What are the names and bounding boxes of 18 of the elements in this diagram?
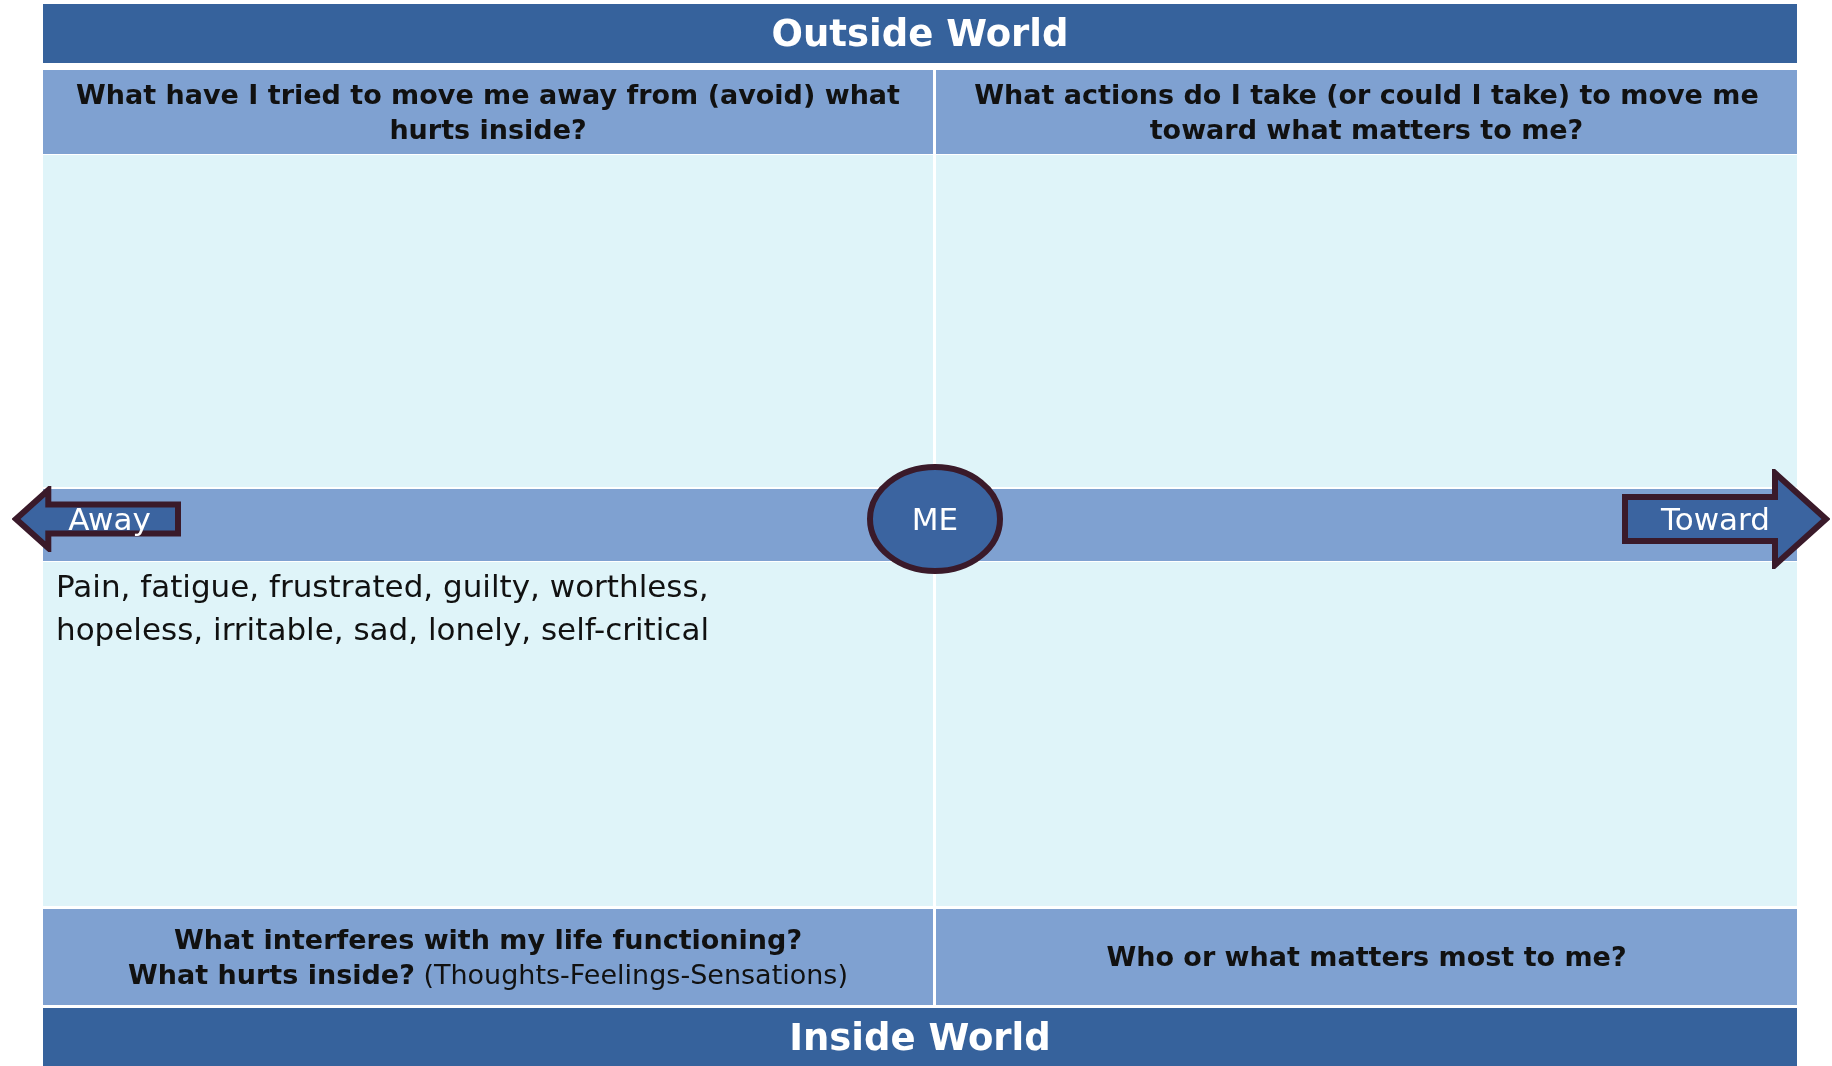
arrow-label: Away	[67, 501, 152, 537]
question-text: What interferes with my life functioning?	[173, 922, 803, 957]
right-arrow	[1621, 469, 1830, 569]
question-text: Who or what matters most to me?	[1106, 940, 1627, 975]
note-text: Pain, fatigue, frustrated, guilty, worthless, hopeless, irritable, sad, lonely, self-critical	[56, 567, 710, 650]
header-panel	[936, 909, 1797, 1005]
arrow-label: ME	[910, 501, 960, 537]
header-panel	[936, 70, 1797, 154]
question-text: What have I tried to move me away from (avoid) what hurts inside?	[75, 77, 901, 147]
title-band: Outside World	[43, 4, 1797, 63]
header-panel	[43, 909, 933, 1005]
question-text: What hurts inside? (Thoughts-Feelings-Sensations)	[128, 958, 848, 992]
arrow-label: Toward	[1660, 501, 1771, 537]
header-panel	[43, 70, 933, 154]
me-ellipse	[866, 463, 1004, 575]
title-band: Inside World	[43, 1008, 1797, 1066]
question-text: What actions do I take (or could I take) to move me toward what matters to me?	[973, 77, 1760, 147]
left-arrow	[12, 486, 182, 552]
